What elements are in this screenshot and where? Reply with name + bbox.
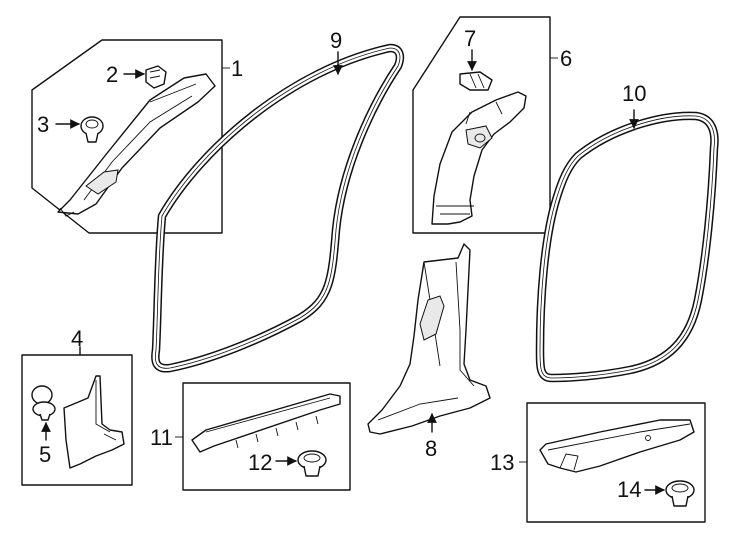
a-pillar-upper-trim [57, 73, 216, 217]
rear-door-weatherstrip [535, 111, 719, 383]
clip-part-3 [80, 116, 104, 143]
clip-part-2 [145, 65, 167, 89]
callout-13: 13 [490, 450, 514, 475]
kick-trim-panel [63, 375, 125, 469]
clip-part-14 [665, 480, 695, 507]
b-pillar-upper-trim [431, 91, 527, 225]
b-pillar-lower-trim [367, 243, 491, 435]
group-box-rear-sill [526, 402, 706, 523]
callout-10: 10 [622, 81, 646, 106]
group-box-front-sill [182, 382, 351, 491]
callout-12: 12 [248, 450, 272, 475]
callout-8: 8 [425, 436, 437, 461]
group-box-a-pillar-upper [31, 39, 223, 234]
group-box-kick-trim [21, 354, 133, 486]
callout-5: 5 [39, 442, 51, 467]
callout-9: 9 [330, 28, 342, 53]
rear-sill-trim [539, 419, 695, 473]
callout-4: 4 [71, 326, 83, 351]
callout-11: 11 [150, 425, 173, 450]
clip-part-5 [31, 385, 56, 421]
callout-6: 6 [560, 46, 572, 71]
callout-3: 3 [37, 112, 49, 137]
callout-1: 1 [231, 56, 243, 81]
callout-14: 14 [617, 477, 641, 502]
front-door-weatherstrip [151, 43, 405, 373]
clip-part-7 [459, 71, 493, 91]
clip-part-12 [297, 450, 327, 477]
callout-2: 2 [106, 62, 118, 87]
callout-7: 7 [464, 26, 476, 51]
front-sill-trim [191, 393, 341, 453]
group-box-b-pillar-upper [412, 16, 551, 234]
